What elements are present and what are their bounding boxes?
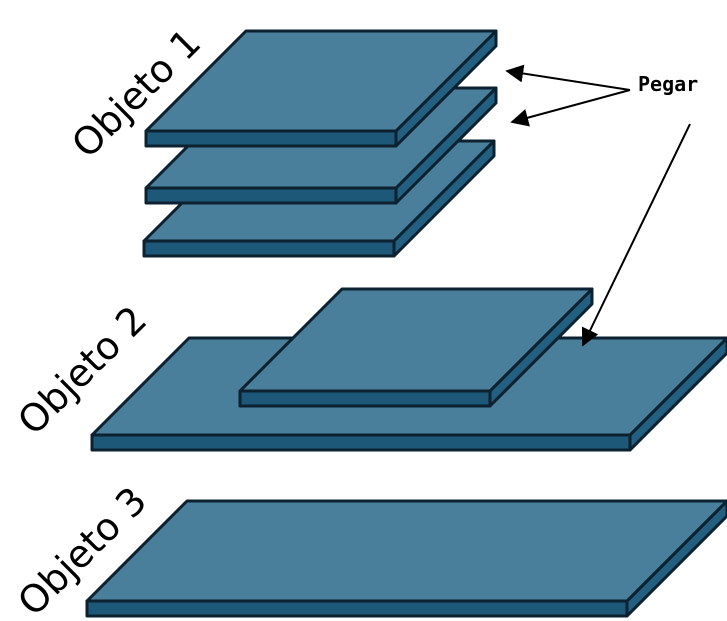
object3-plate [85, 499, 727, 618]
arrow-to-object2-gap [581, 123, 691, 347]
arrow-to-object1-lower-gap [510, 89, 631, 127]
arrow-to-object1-upper-gap [505, 64, 631, 91]
annotation-label: Pegar [638, 72, 698, 96]
object2-small-plate [238, 287, 594, 408]
object1-sheet-top [144, 29, 498, 148]
